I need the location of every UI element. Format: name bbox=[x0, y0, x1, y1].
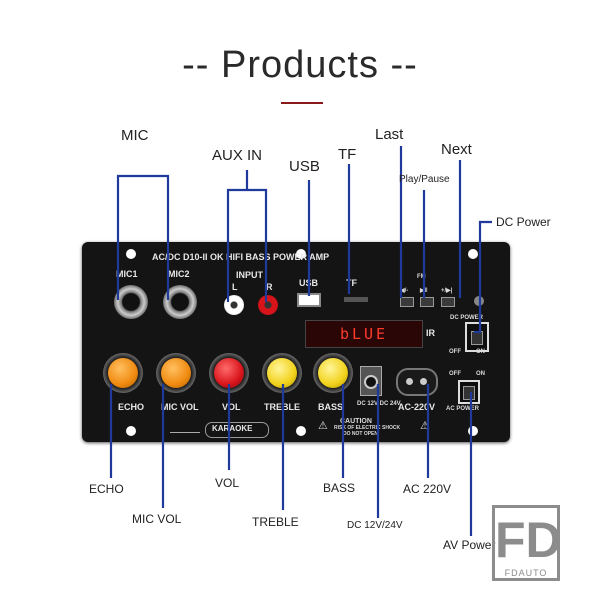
tf-callout: TF bbox=[338, 146, 357, 163]
page-title: -- Products -- bbox=[182, 44, 418, 86]
av-switch-on-label: ON bbox=[476, 371, 485, 377]
amplifier-board bbox=[82, 242, 510, 442]
av-power-callout: AV Power bbox=[443, 538, 496, 552]
mic-vol-callout: MIC VOL bbox=[132, 512, 182, 526]
av-power-switch[interactable] bbox=[458, 380, 480, 404]
vol-callout: VOL bbox=[215, 476, 240, 490]
bass-knob[interactable] bbox=[318, 358, 348, 388]
ac-power-switch-label: AC POWER bbox=[446, 406, 479, 412]
input-right-label: R bbox=[266, 282, 273, 292]
fdauto-brand: FDAUTO bbox=[504, 568, 548, 578]
ir-receiver-label: IR bbox=[426, 328, 435, 338]
dc-power-switch[interactable] bbox=[465, 322, 489, 352]
tf-card-slot[interactable] bbox=[344, 297, 368, 302]
bass-callout: BASS bbox=[323, 481, 356, 495]
treble-callout: TREBLE bbox=[252, 515, 299, 529]
play-pause-callout: Play/Pause bbox=[399, 174, 450, 185]
fd-logo-watermark: FD bbox=[492, 505, 562, 581]
av-switch-off-label: OFF bbox=[449, 371, 461, 377]
dc-switch-off-label: OFF bbox=[449, 349, 461, 355]
next-button[interactable] bbox=[441, 297, 455, 307]
mount-hole bbox=[296, 249, 306, 259]
mic1-jack[interactable] bbox=[114, 285, 148, 319]
next-button-label: +/▶| bbox=[441, 288, 453, 294]
aux-in-callout-line bbox=[226, 188, 268, 302]
dc-power-jack[interactable] bbox=[360, 366, 382, 396]
tf-slot-label: TF bbox=[346, 278, 357, 288]
usb-callout: USB bbox=[289, 158, 320, 175]
prev-button-label: ◀/- bbox=[400, 288, 409, 294]
board-header: AC/DC D10-II OK HIFI BASS POWER AMP bbox=[152, 252, 330, 262]
vol-knob-label: VOL bbox=[222, 402, 241, 412]
play-pause-button[interactable] bbox=[420, 297, 434, 307]
mic-callout-line bbox=[116, 174, 170, 300]
last-callout: Last bbox=[375, 126, 404, 143]
mount-hole bbox=[126, 426, 136, 436]
bass-knob-label: BASS bbox=[318, 402, 344, 412]
mount-hole bbox=[468, 426, 478, 436]
ac-220v-socket[interactable] bbox=[396, 368, 438, 396]
next-callout: Next bbox=[441, 141, 472, 158]
ac-220v-socket-label: AC-220V bbox=[398, 402, 436, 412]
karaoke-label: KARAOKE bbox=[212, 424, 253, 433]
karaoke-badge bbox=[205, 422, 269, 438]
title-underline bbox=[281, 102, 323, 104]
mic-vol-knob[interactable] bbox=[161, 358, 191, 388]
karaoke-mic-graphic bbox=[170, 426, 200, 433]
mic-vol-knob-label: MIC VOL bbox=[161, 402, 199, 412]
fm-label: FM bbox=[417, 274, 426, 280]
led-display: bLUE bbox=[305, 320, 423, 348]
prev-button[interactable] bbox=[400, 297, 414, 307]
mic1-label: MIC1 bbox=[116, 269, 138, 279]
caution-subtitle: DO NOT OPEN bbox=[343, 431, 379, 437]
mount-hole bbox=[468, 249, 478, 259]
dc-12v-24v-callout: DC 12V/24V bbox=[347, 520, 403, 531]
aux-in-callout: AUX IN bbox=[212, 147, 263, 164]
dc-power-callout-line bbox=[474, 220, 492, 334]
input-left-label: L bbox=[232, 282, 238, 292]
echo-knob[interactable] bbox=[108, 358, 138, 388]
mic2-label: MIC2 bbox=[168, 269, 190, 279]
ac-220v-callout: AC 220V bbox=[403, 482, 452, 496]
echo-knob-label: ECHO bbox=[118, 402, 145, 412]
caution-subtitle: RISK OF ELECTRIC SHOCK bbox=[334, 425, 401, 431]
aux-right-jack[interactable] bbox=[258, 295, 278, 315]
mount-hole bbox=[126, 249, 136, 259]
warning-icon: ⚠ bbox=[420, 420, 430, 432]
mic-callout: MIC bbox=[121, 127, 149, 144]
vol-knob[interactable] bbox=[214, 358, 244, 388]
dc-power-switch-label: DC POWER bbox=[450, 315, 483, 321]
input-label: INPUT bbox=[236, 270, 263, 280]
treble-knob[interactable] bbox=[267, 358, 297, 388]
dc-switch-on-label: ON bbox=[476, 349, 485, 355]
echo-callout: ECHO bbox=[89, 482, 124, 496]
warning-icon: ⚠ bbox=[318, 420, 328, 432]
dc-power-callout: DC Power bbox=[496, 215, 551, 229]
caution-label: CAUTION bbox=[340, 418, 372, 425]
mount-hole bbox=[296, 426, 306, 436]
